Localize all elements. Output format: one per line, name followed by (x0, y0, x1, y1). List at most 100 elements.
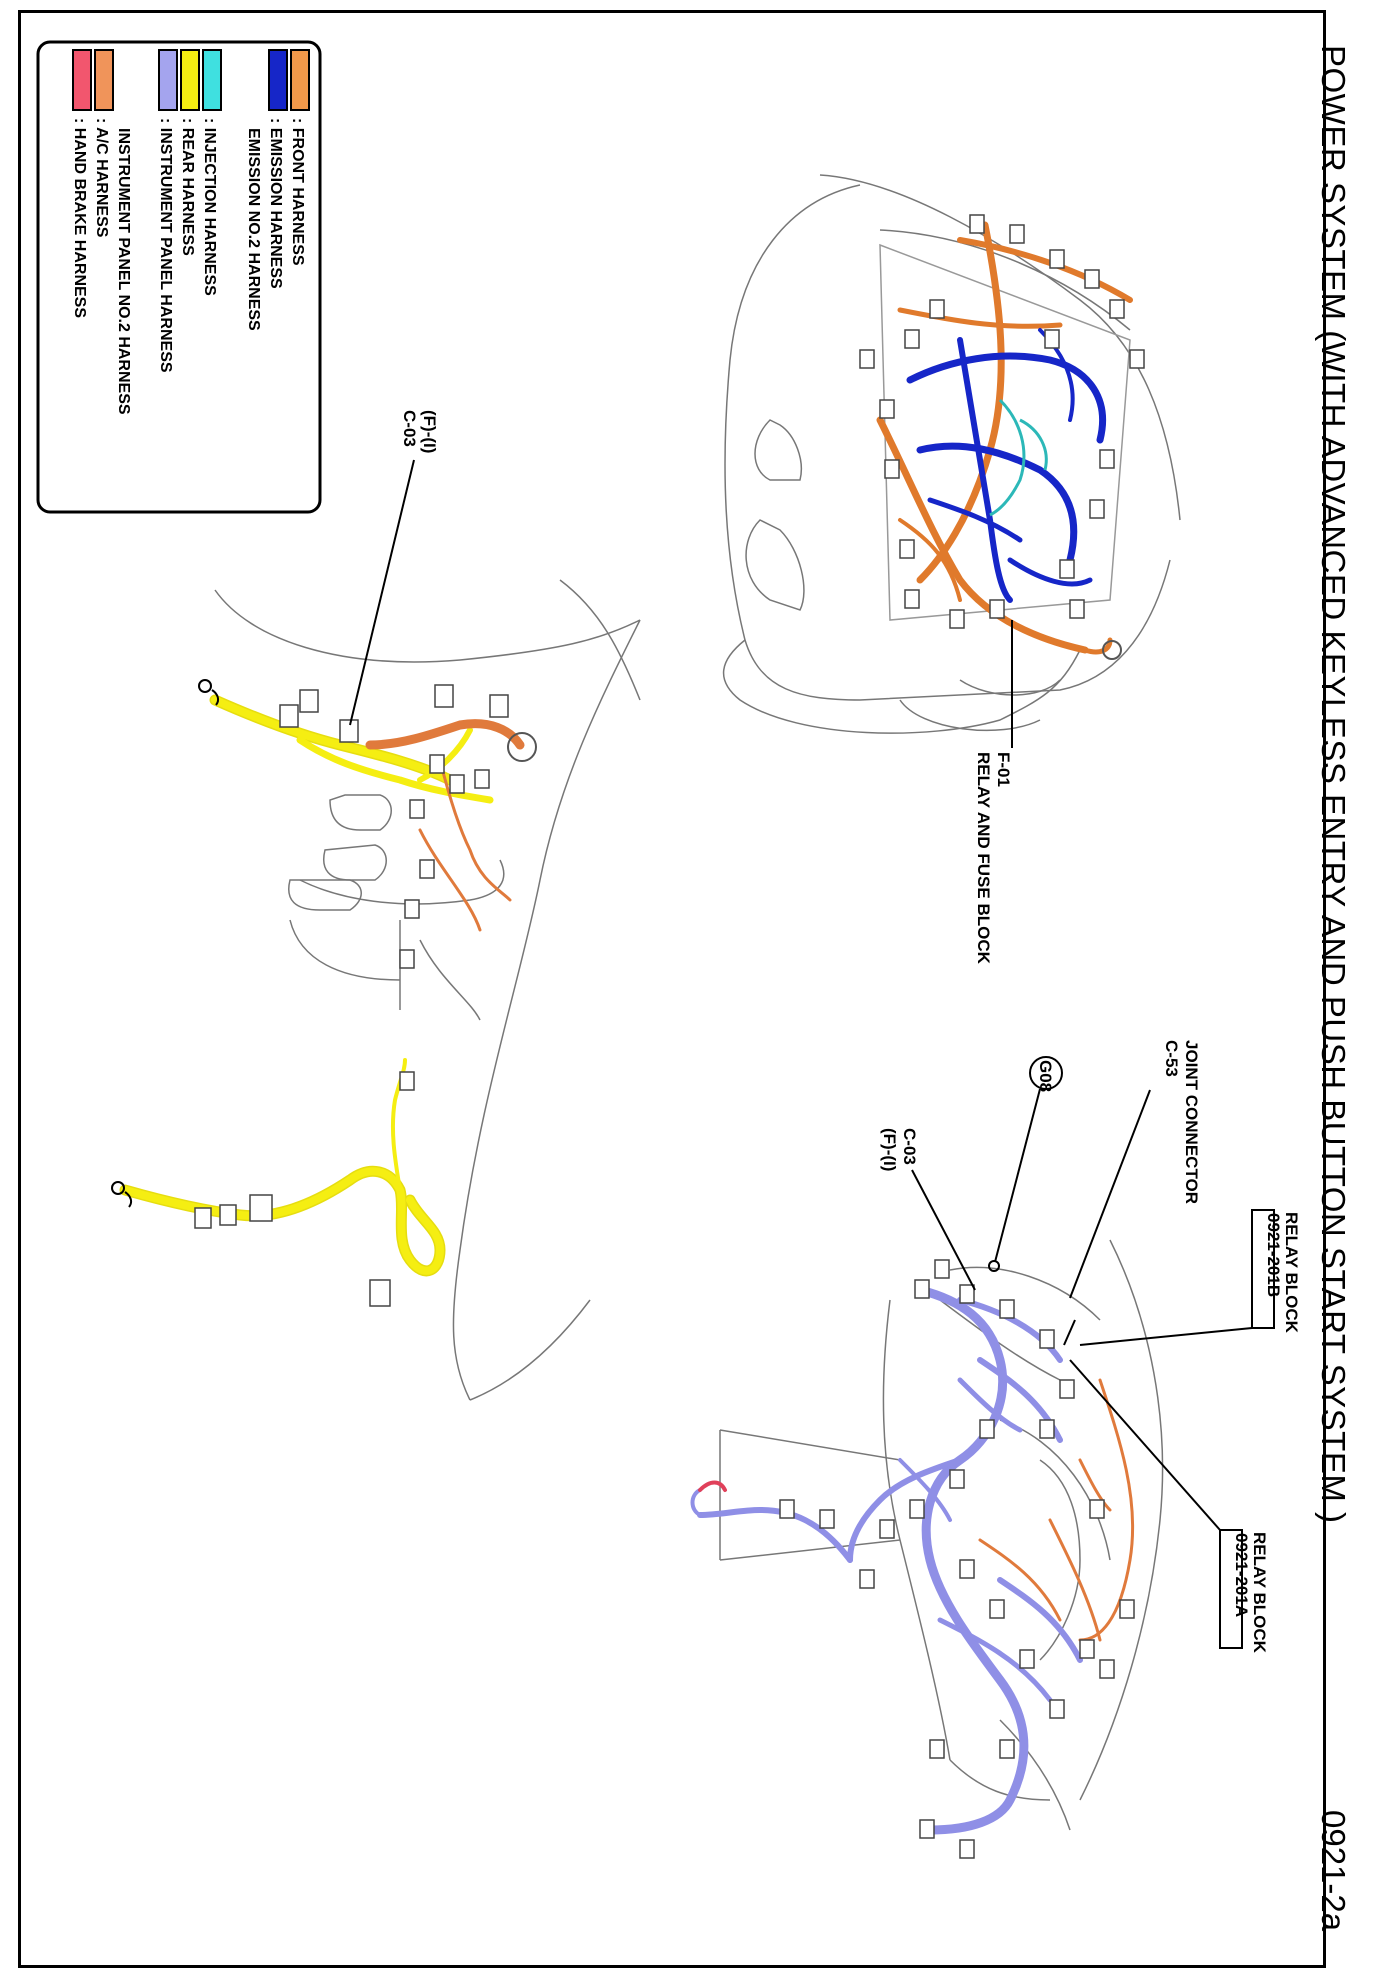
connector (1049, 249, 1065, 269)
legend-label: : A/C HARNESS (93, 118, 110, 238)
connector (419, 859, 435, 879)
legend-swatch (268, 49, 288, 111)
injection-harness-wires (989, 398, 1048, 517)
connector (1129, 349, 1145, 369)
connector (1039, 1419, 1055, 1439)
page-border (18, 10, 1326, 1968)
connector (409, 799, 425, 819)
connector (1039, 1329, 1055, 1349)
legend-swatch (72, 49, 92, 111)
connector (449, 774, 465, 794)
connector (904, 589, 920, 609)
connector (929, 299, 945, 319)
f01-id: F-01 (994, 752, 1013, 787)
ac-harness-wires-right (978, 1378, 1135, 1642)
connector (489, 694, 509, 718)
connector (819, 1509, 835, 1529)
relay-block-a-code: 0921-201A (1232, 1533, 1251, 1617)
connector (339, 719, 359, 743)
instrument-panel-connectors (779, 1259, 1135, 1859)
legend-label: : INJECTION HARNESS (201, 118, 218, 296)
g08-label: G08 (1036, 1060, 1055, 1092)
connector (1049, 1699, 1065, 1719)
relay-block-b-code: 0921-201B (1264, 1213, 1283, 1297)
legend-label: : INSTRUMENT PANEL HARNESS (157, 118, 174, 373)
connector (249, 1194, 273, 1222)
connector (959, 1839, 975, 1859)
connector (1079, 1639, 1095, 1659)
connector (1009, 224, 1025, 244)
connector (879, 1519, 895, 1539)
legend: : FRONT HARNESS: EMISSION HARNESSEMISSIO… (36, 40, 322, 514)
connector (1099, 1659, 1115, 1679)
legend-label: : REAR HARNESS (179, 118, 196, 256)
connector (859, 349, 875, 369)
connector (429, 754, 445, 774)
connector (474, 769, 490, 789)
legend-label-2: EMISSION NO.2 HARNESS (245, 128, 262, 331)
legend-swatch (180, 49, 200, 111)
connector (909, 1499, 925, 1519)
instrument-panel-harness-wires (690, 1285, 1083, 1835)
c53-callout: JOINT CONNECTOR C-53 (1069, 1040, 1201, 1299)
connector (999, 1299, 1015, 1319)
connector (979, 1419, 995, 1439)
connector (434, 684, 454, 708)
relay-block-b-name: RELAY BLOCK (1282, 1212, 1301, 1334)
connector (399, 1071, 415, 1091)
connector (399, 949, 415, 969)
connector (404, 899, 420, 919)
legend-swatch (202, 49, 222, 111)
engine-connectors (859, 214, 1145, 629)
connector (1084, 269, 1100, 289)
c53-id: C-53 (1162, 1040, 1181, 1077)
c03-right-callout: C-03 (F)-(I) (880, 1128, 976, 1291)
hand-brake-harness-wires (698, 1480, 727, 1492)
connector (949, 609, 965, 629)
connector (899, 539, 915, 559)
legend-swatch (290, 49, 310, 111)
connector (929, 1739, 945, 1759)
connector (1089, 1499, 1105, 1519)
relay-block-a-callout: RELAY BLOCK 0921-201A (1069, 1359, 1269, 1654)
legend-box (36, 40, 322, 514)
ground-symbols-left (111, 679, 220, 1208)
connector (1069, 599, 1085, 619)
front-harness-wires (876, 221, 1133, 660)
ac-harness-wires-left (365, 719, 537, 932)
relay-block-b-callout: RELAY BLOCK 0921-201B (1063, 1209, 1301, 1346)
c03-left-callout: (F)-(I) C-03 (349, 410, 439, 726)
connector (1059, 1379, 1075, 1399)
connector (919, 1819, 935, 1839)
f01-callout: F-01 RELAY AND FUSE BLOCK (974, 620, 1013, 965)
connector (1059, 559, 1075, 579)
connector (1019, 1649, 1035, 1669)
connector (779, 1499, 795, 1519)
engine-compartment-view (723, 174, 1181, 734)
legend-label: : EMISSION HARNESS (267, 118, 284, 289)
connector (989, 1599, 1005, 1619)
c03-left-id: C-03 (400, 410, 419, 447)
connector (859, 1569, 875, 1589)
connector (904, 329, 920, 349)
connector (934, 1259, 950, 1279)
connector (999, 1739, 1015, 1759)
rear-connectors (194, 684, 509, 1307)
connector (1099, 449, 1115, 469)
c03-left-ref: (F)-(I) (420, 410, 439, 453)
legend-label-2: INSTRUMENT PANEL NO.2 HARNESS (115, 128, 132, 415)
connector (1044, 329, 1060, 349)
connector (969, 214, 985, 234)
emission-harness-wires (906, 328, 1107, 603)
connector (914, 1279, 930, 1299)
f01-name: RELAY AND FUSE BLOCK (974, 752, 993, 965)
connector (299, 689, 319, 713)
connector (194, 1207, 212, 1229)
c03-right-id: C-03 (900, 1128, 919, 1165)
connector (1089, 499, 1105, 519)
connector (219, 1204, 237, 1226)
legend-label: : HAND BRAKE HARNESS (71, 118, 88, 318)
legend-swatch (158, 49, 178, 111)
